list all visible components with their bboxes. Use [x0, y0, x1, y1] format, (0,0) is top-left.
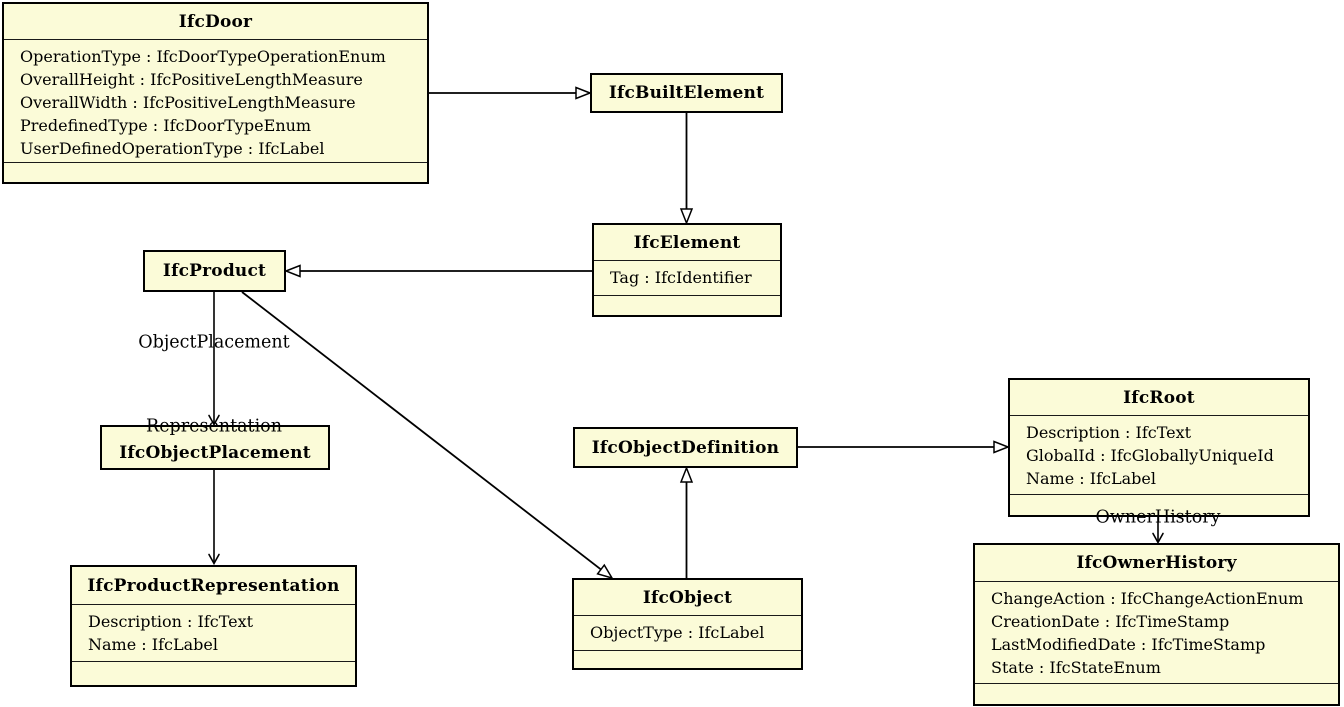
edge-ifcroot-ifcownerhistory	[1152, 517, 1164, 545]
attribute: UserDefinedOperationType : IfcLabel	[20, 139, 325, 158]
class-title: IfcProductRepresentation	[87, 575, 340, 596]
class-ifcproductrepresentation: IfcProductRepresentation Description : I…	[70, 565, 357, 687]
generalization-arrowhead-icon	[596, 563, 614, 580]
class-empty-compartment	[72, 661, 355, 685]
attribute: PredefinedType : IfcDoorTypeEnum	[20, 116, 312, 135]
class-title: IfcRoot	[1123, 387, 1195, 408]
class-title: IfcObject	[642, 587, 733, 608]
edge-ifcproduct-ifcobject	[241, 291, 614, 580]
attribute: GlobalId : IfcGloballyUniqueId	[1026, 446, 1274, 465]
generalization-arrowhead-icon	[679, 465, 694, 483]
class-title: IfcDoor	[178, 11, 253, 32]
generalization-arrowhead-icon	[575, 86, 593, 100]
class-attributes: OperationType : IfcDoorTypeOperationEnum…	[4, 39, 427, 162]
attribute: OverallHeight : IfcPositiveLengthMeasure	[20, 70, 363, 89]
attribute: State : IfcStateEnum	[991, 658, 1161, 677]
edge-ifcobject-ifcobjectdefinition	[679, 465, 694, 578]
attribute: Name : IfcLabel	[88, 635, 218, 654]
attribute: Tag : IfcIdentifier	[610, 268, 752, 287]
attribute: ObjectType : IfcLabel	[590, 623, 765, 642]
class-ifcobjectdefinition: IfcObjectDefinition	[573, 427, 798, 468]
generalization-arrowhead-icon	[993, 440, 1011, 454]
class-empty-compartment	[975, 683, 1338, 704]
open-arrowhead-icon	[208, 414, 220, 427]
edge-ifcobjectdefinition-ifcroot	[798, 440, 1011, 454]
class-empty-compartment	[1010, 494, 1308, 515]
edge-ifcelement-ifcproduct	[283, 264, 592, 278]
class-title: IfcOwnerHistory	[1076, 553, 1237, 573]
generalization-arrowhead-icon	[679, 208, 694, 226]
attribute: OverallWidth : IfcPositiveLengthMeasure	[20, 93, 356, 112]
attribute: CreationDate : IfcTimeStamp	[991, 612, 1230, 631]
class-title: IfcObjectPlacement	[119, 443, 311, 463]
class-title: IfcObjectDefinition	[591, 437, 780, 458]
open-arrowhead-icon	[1152, 532, 1164, 545]
edge-ifcproduct-ifcproductrepresentation	[208, 470, 220, 566]
class-empty-compartment	[594, 295, 780, 315]
edge-label-ownerhistory: OwnerHistory	[1095, 507, 1221, 528]
generalization-arrowhead-icon	[283, 264, 301, 278]
attribute: Name : IfcLabel	[1026, 469, 1156, 488]
attribute: LastModifiedDate : IfcTimeStamp	[991, 635, 1266, 654]
class-ifcbuiltelement: IfcBuiltElement	[590, 73, 783, 113]
class-ifcelement: IfcElement Tag : IfcIdentifier	[592, 223, 782, 317]
class-attributes: ObjectType : IfcLabel	[574, 615, 801, 650]
edge-label-objectplacement: ObjectPlacement	[138, 332, 290, 353]
class-ifcdoor: IfcDoor OperationType : IfcDoorTypeOpera…	[2, 2, 429, 184]
class-empty-compartment	[574, 650, 801, 668]
class-ifcownerhistory: IfcOwnerHistory ChangeAction : IfcChange…	[973, 543, 1340, 706]
open-arrowhead-icon	[208, 553, 220, 566]
edge-ifcbuiltelement-ifcelement	[679, 113, 694, 226]
edge-ifcdoor-ifcbuiltelement	[429, 86, 593, 100]
class-title: IfcProduct	[162, 261, 267, 281]
class-ifcobject: IfcObject ObjectType : IfcLabel	[572, 578, 803, 670]
class-ifcproduct: IfcProduct	[143, 250, 286, 292]
class-title: IfcElement	[633, 232, 741, 253]
class-attributes: Tag : IfcIdentifier	[594, 260, 780, 295]
edge-ifcproduct-ifcobjectplacement	[208, 292, 220, 427]
attribute: OperationType : IfcDoorTypeOperationEnum	[20, 47, 386, 66]
attribute: Description : IfcText	[1026, 423, 1192, 442]
class-ifcobjectplacement: IfcObjectPlacement	[100, 425, 330, 470]
edge-label-representation: Representation	[146, 416, 282, 437]
class-empty-compartment	[4, 162, 427, 182]
attribute: Description : IfcText	[88, 612, 254, 631]
attribute: ChangeAction : IfcChangeActionEnum	[991, 589, 1304, 608]
class-title: IfcBuiltElement	[608, 83, 765, 103]
